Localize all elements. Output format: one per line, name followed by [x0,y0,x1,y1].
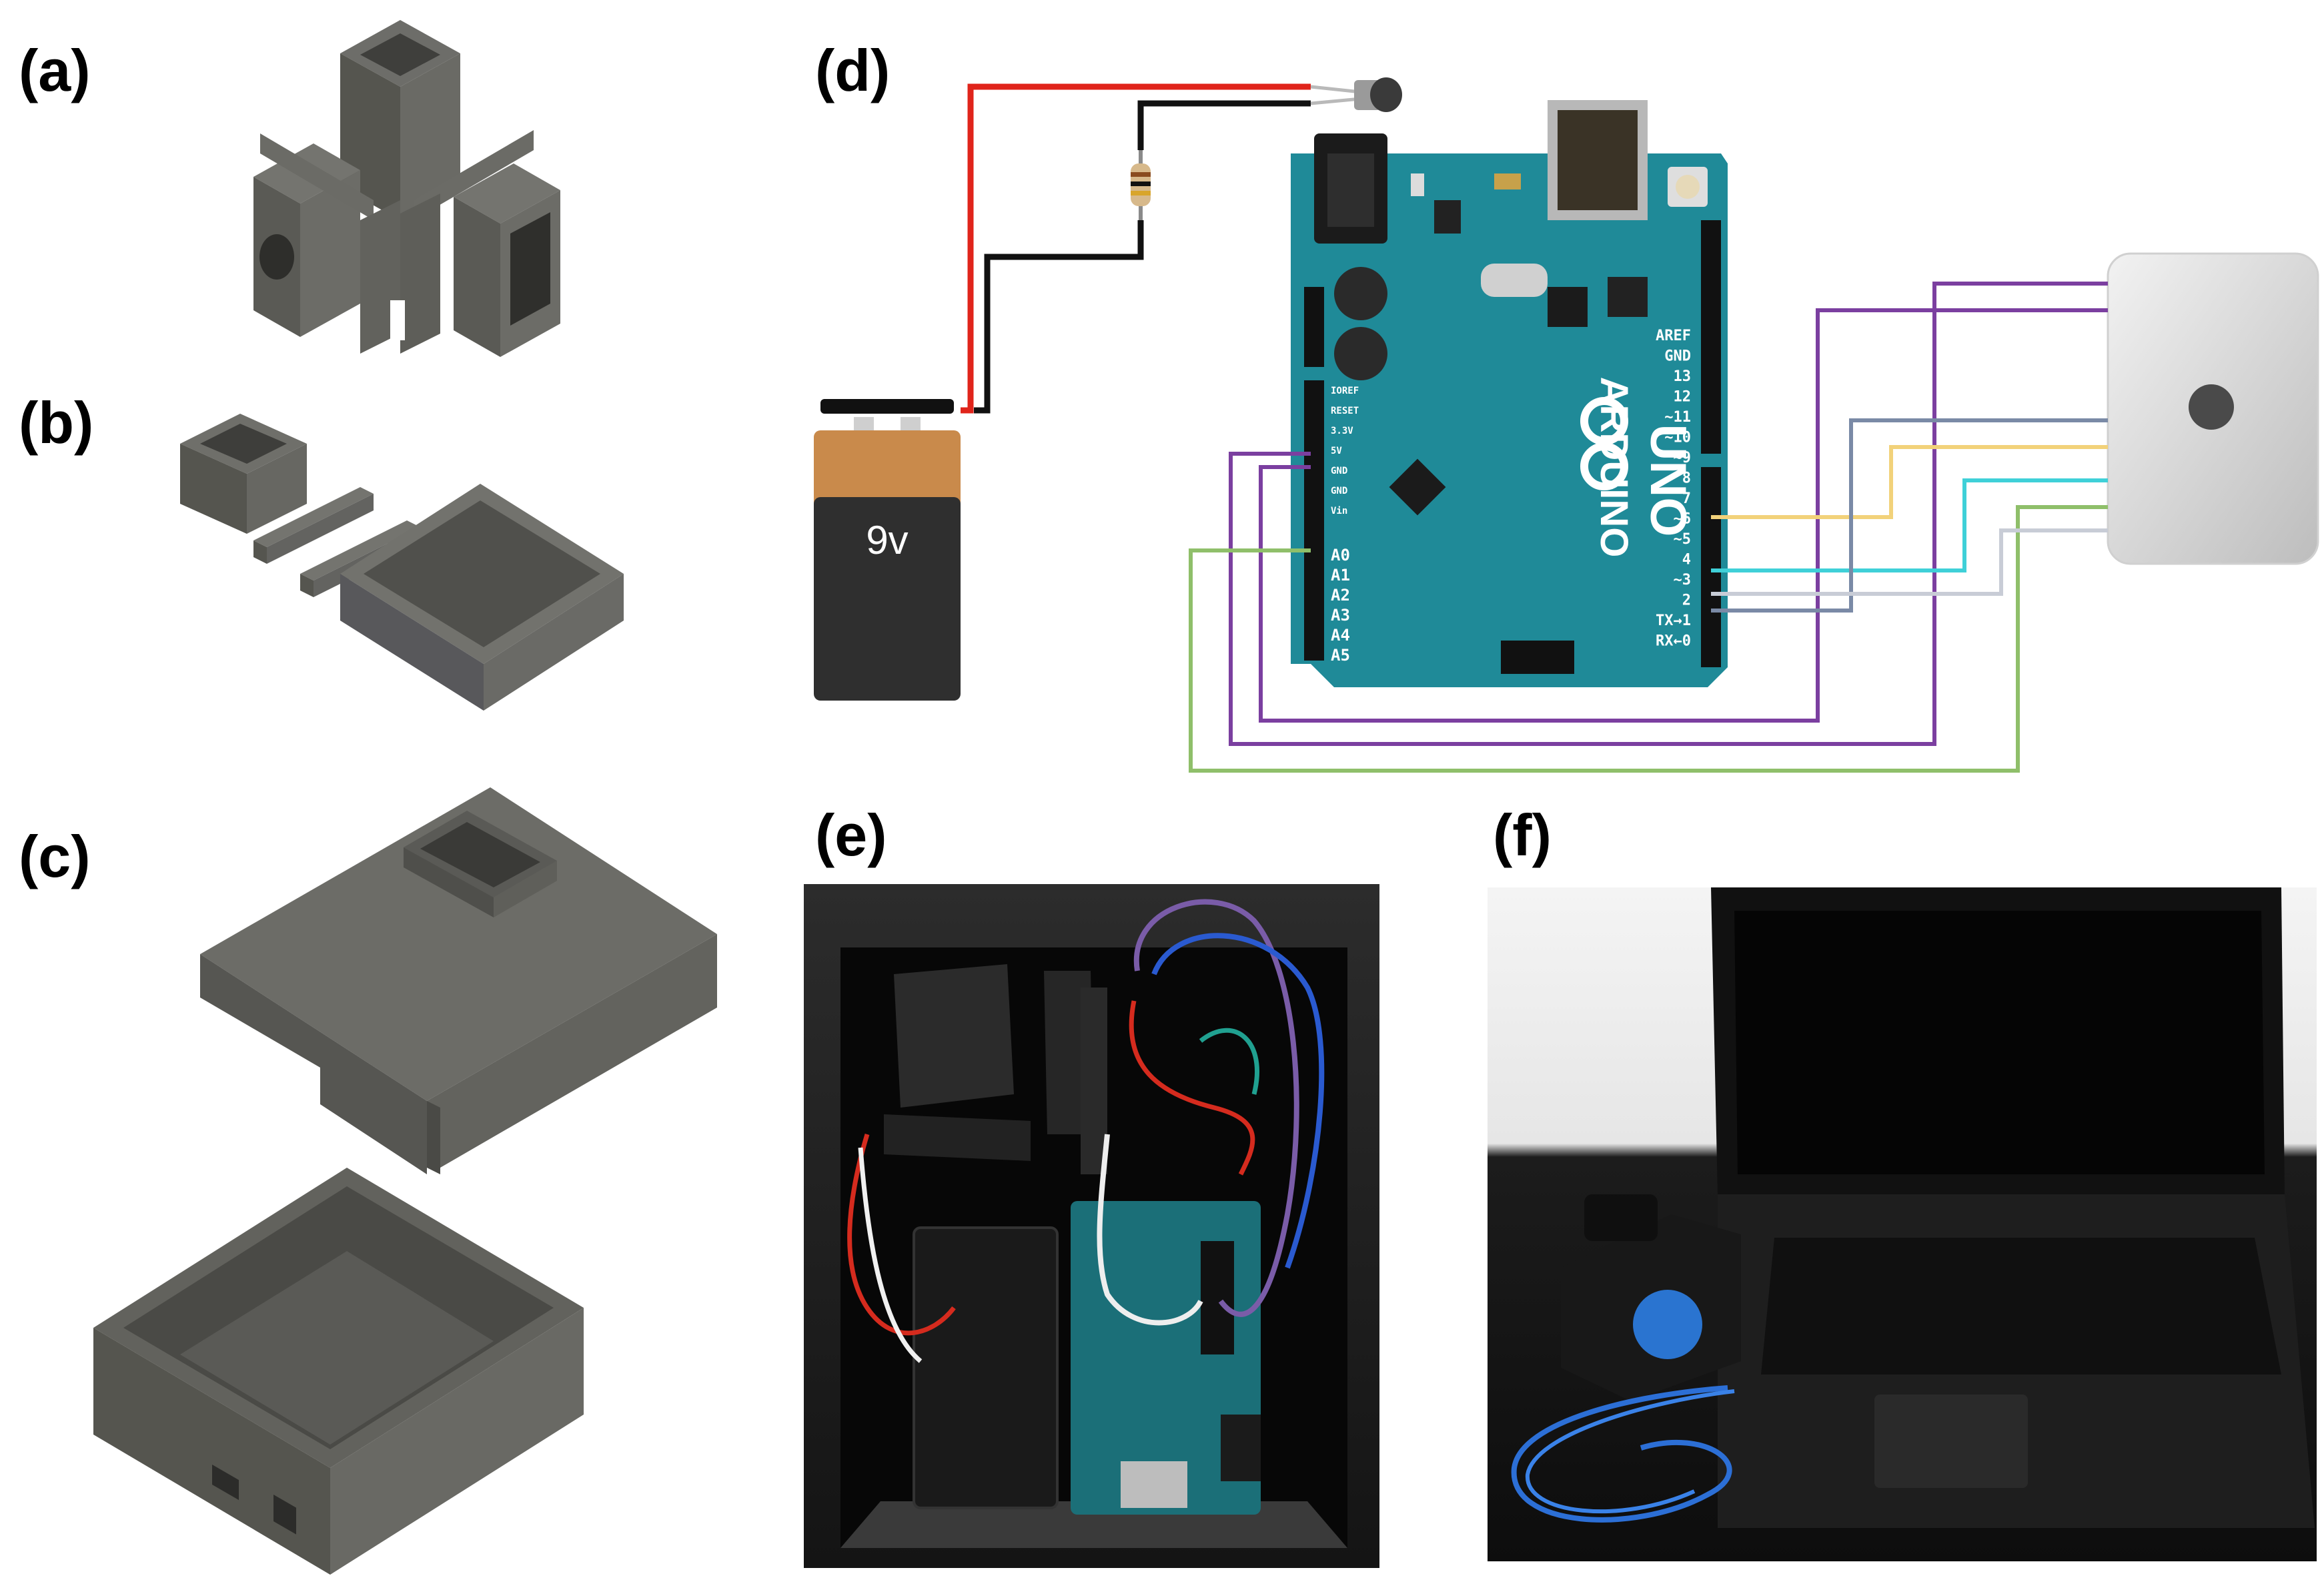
pin-label: 4 [1682,552,1691,568]
pin-label: ~3 [1674,572,1692,588]
cad-enclosure [93,787,717,1575]
panel-label-f: (f) [1493,802,1552,868]
pin-label: 2 [1682,593,1691,609]
pin-label: A3 [1331,606,1350,625]
arduino-logo [1580,397,1628,490]
cad-bracket-assembly [253,20,560,357]
arduino-uno-board: ARDUINO UNO AREFGND1312~11~10~987~6~54~3… [1291,100,1728,687]
sticker-icon [1633,1290,1702,1359]
pin-label: A2 [1331,586,1350,605]
panel-label-e: (e) [815,802,887,868]
pin-label: ~6 [1674,511,1692,528]
wire-purple-1 [1229,282,2108,746]
pin-label: IOREF [1331,386,1359,396]
pin-label: RESET [1331,406,1359,416]
pin-label: 13 [1674,368,1692,385]
pin-label: 7 [1682,490,1691,507]
pin-label: ~9 [1674,450,1692,466]
wire-purple-2 [1259,308,2108,723]
pin-label: ~5 [1674,531,1692,548]
pin-label: GND [1664,348,1691,365]
pin-label: A0 [1331,546,1350,564]
pin-label: GND [1331,466,1347,476]
pin-label: 12 [1674,389,1692,406]
power-pin-labels: IOREF RESET 3.3V 5V GND GND Vin [1331,386,1359,516]
wire-light-grey [1711,528,2108,596]
circuit-diagram: 9v [814,77,2319,773]
signal-wires [1189,282,2108,773]
panel-label-b: (b) [19,390,94,456]
wire-green [1189,505,2108,773]
panel-label-d: (d) [815,37,891,103]
battery-label: 9v [866,518,908,562]
pin-label: 5V [1331,446,1342,456]
pin-label: AREF [1656,328,1691,344]
digital-pin-labels: AREF GND 13 12 ~11 ~10 ~9 8 7 ~6 ~5 4 ~3 2TX→1RX←0 [1656,328,1691,650]
pin-label: ~10 [1664,430,1691,446]
wire-slate [1711,418,2108,613]
wire-cyan [1711,478,2108,572]
pin-label: 3.3V [1331,426,1353,436]
pin-label: RX←0 [1656,633,1691,650]
wire-red [961,83,1311,414]
pin-label: GND [1331,486,1347,496]
pin-label: A4 [1331,626,1350,645]
board-model: UNO [1640,424,1696,537]
pin-label: ~11 [1664,409,1691,426]
sensor-module [2107,252,2319,565]
panel-label-a: (a) [19,37,91,103]
pin-label: Vin [1331,506,1347,516]
resistor [1131,150,1151,220]
panel-label-c: (c) [19,823,91,889]
wire-black [974,220,1144,414]
wire-yellow [1711,445,2108,519]
photodiode [1310,77,1402,112]
cad-parts-exploded [180,414,624,711]
enclosure-photo [804,884,1379,1568]
pin-label: A1 [1331,566,1350,584]
battery-9v: 9v [814,399,961,701]
laptop-photo [1488,887,2317,1561]
pin-label: 8 [1682,470,1691,487]
sensor-lens-icon [2189,384,2234,430]
pin-label: TX→1 [1656,613,1691,629]
pin-label: A5 [1331,646,1350,665]
